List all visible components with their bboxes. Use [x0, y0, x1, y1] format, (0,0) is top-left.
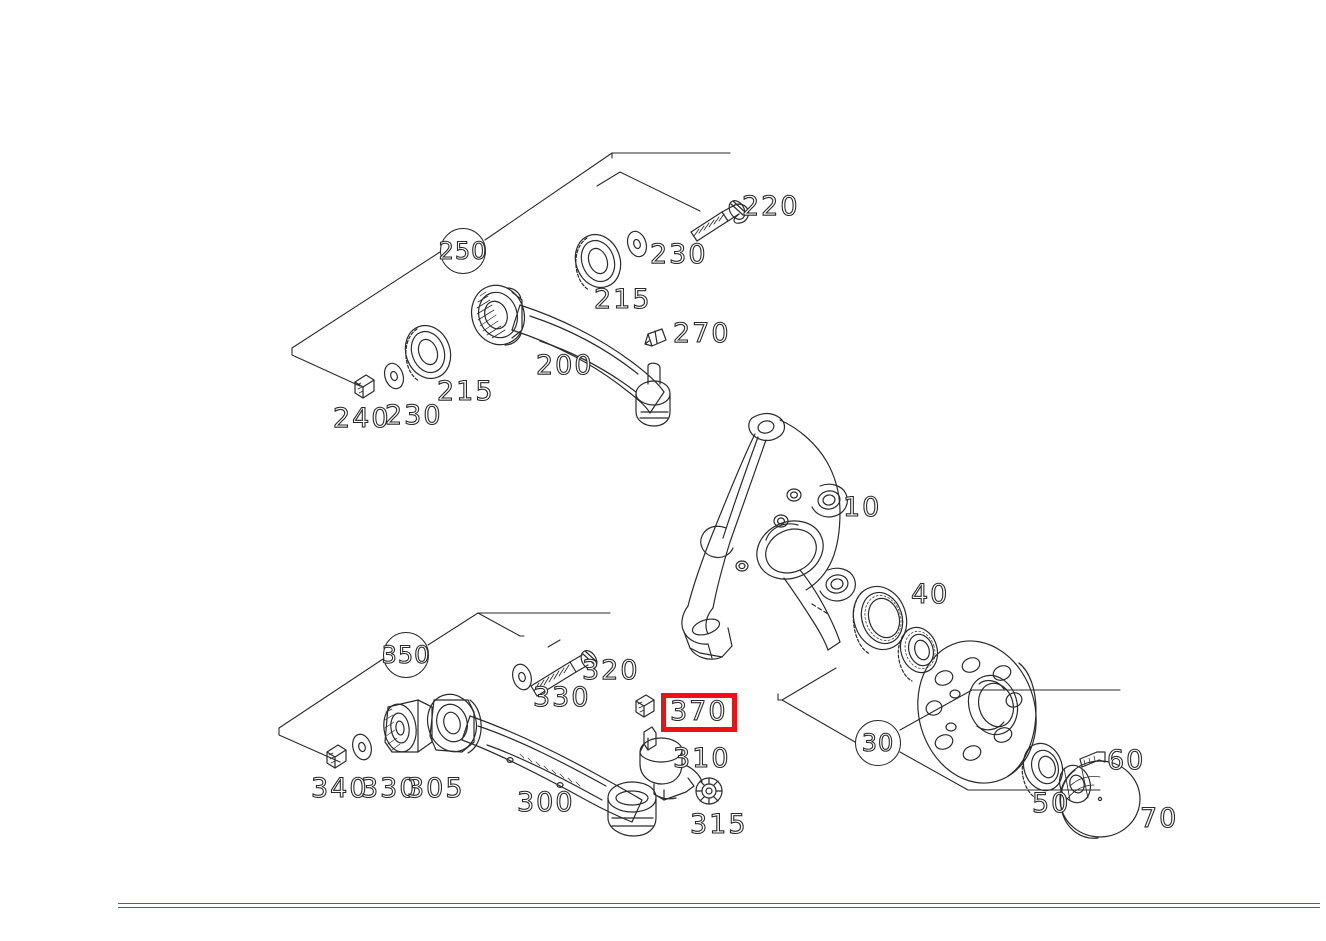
- part-370-nut: [635, 694, 655, 718]
- part-label-40[interactable]: 40: [910, 579, 950, 610]
- part-240-nut: [354, 374, 375, 399]
- part-230-rear-washer: [626, 230, 648, 258]
- part-label-215-front[interactable]: 215: [436, 376, 495, 407]
- part-label-305[interactable]: 305: [406, 773, 465, 804]
- part-50-lock-ring: [1058, 764, 1092, 804]
- part-40-seal: [852, 585, 908, 655]
- part-label-230-front[interactable]: 230: [384, 400, 443, 431]
- part-label-240[interactable]: 240: [332, 403, 391, 434]
- part-label-230-rear[interactable]: 230: [649, 239, 708, 270]
- leader-lines-30: [777, 667, 1121, 791]
- part-label-320[interactable]: 320: [581, 655, 640, 686]
- part-270-clip: [644, 328, 667, 347]
- part-50-bearing: [1021, 742, 1064, 799]
- part-label-370-highlighted[interactable]: 370: [661, 693, 737, 732]
- part-label-310[interactable]: 310: [672, 743, 731, 774]
- part-inner-bearing: [897, 626, 939, 682]
- callout-30-number: 30: [861, 728, 895, 757]
- leader-lines-250: [291, 152, 731, 387]
- part-220-bolt: [690, 200, 750, 242]
- part-label-340[interactable]: 340: [310, 773, 369, 804]
- part-10-steering-knuckle: [681, 412, 856, 660]
- leader-lines-350: [278, 612, 611, 763]
- callout-350-number: 350: [381, 640, 431, 669]
- callout-250-number: 250: [438, 236, 488, 265]
- callout-250[interactable]: 250: [438, 228, 488, 274]
- part-label-270[interactable]: 270: [672, 318, 731, 349]
- footer-divider: [118, 903, 1320, 908]
- part-230-front-washer: [383, 362, 405, 390]
- part-label-300[interactable]: 300: [516, 787, 575, 818]
- part-label-10[interactable]: 10: [842, 492, 882, 523]
- part-label-215-rear[interactable]: 215: [593, 284, 652, 315]
- part-215-front-bushing: [404, 324, 452, 382]
- part-label-330-rear[interactable]: 330: [532, 682, 591, 713]
- part-305-bushing: [383, 699, 433, 753]
- part-330-front-washer: [352, 733, 372, 761]
- part-320-bolt: [530, 650, 598, 697]
- upper-control-arm-200: [470, 284, 671, 427]
- part-340-nut: [326, 744, 347, 769]
- part-330-rear-washer: [512, 663, 532, 691]
- part-70-dust-cap: [1059, 760, 1141, 839]
- part-215-rear-bushing: [574, 233, 622, 291]
- part-label-50[interactable]: 50: [1031, 788, 1071, 819]
- part-label-315[interactable]: 315: [689, 809, 748, 840]
- part-315-castle-nut: [695, 777, 723, 805]
- part-310-ball-joint: [639, 726, 703, 801]
- part-300-lower-control-arm: [426, 693, 657, 837]
- part-label-70[interactable]: 70: [1139, 803, 1179, 834]
- part-label-220[interactable]: 220: [741, 191, 800, 222]
- part-label-200[interactable]: 200: [535, 350, 594, 381]
- callout-350[interactable]: 350: [381, 632, 431, 678]
- part-label-330-front[interactable]: 330: [360, 773, 419, 804]
- callout-30[interactable]: 30: [855, 720, 901, 766]
- part-label-60[interactable]: 60: [1106, 745, 1146, 776]
- part-wheel-hub-flange: [917, 640, 1037, 784]
